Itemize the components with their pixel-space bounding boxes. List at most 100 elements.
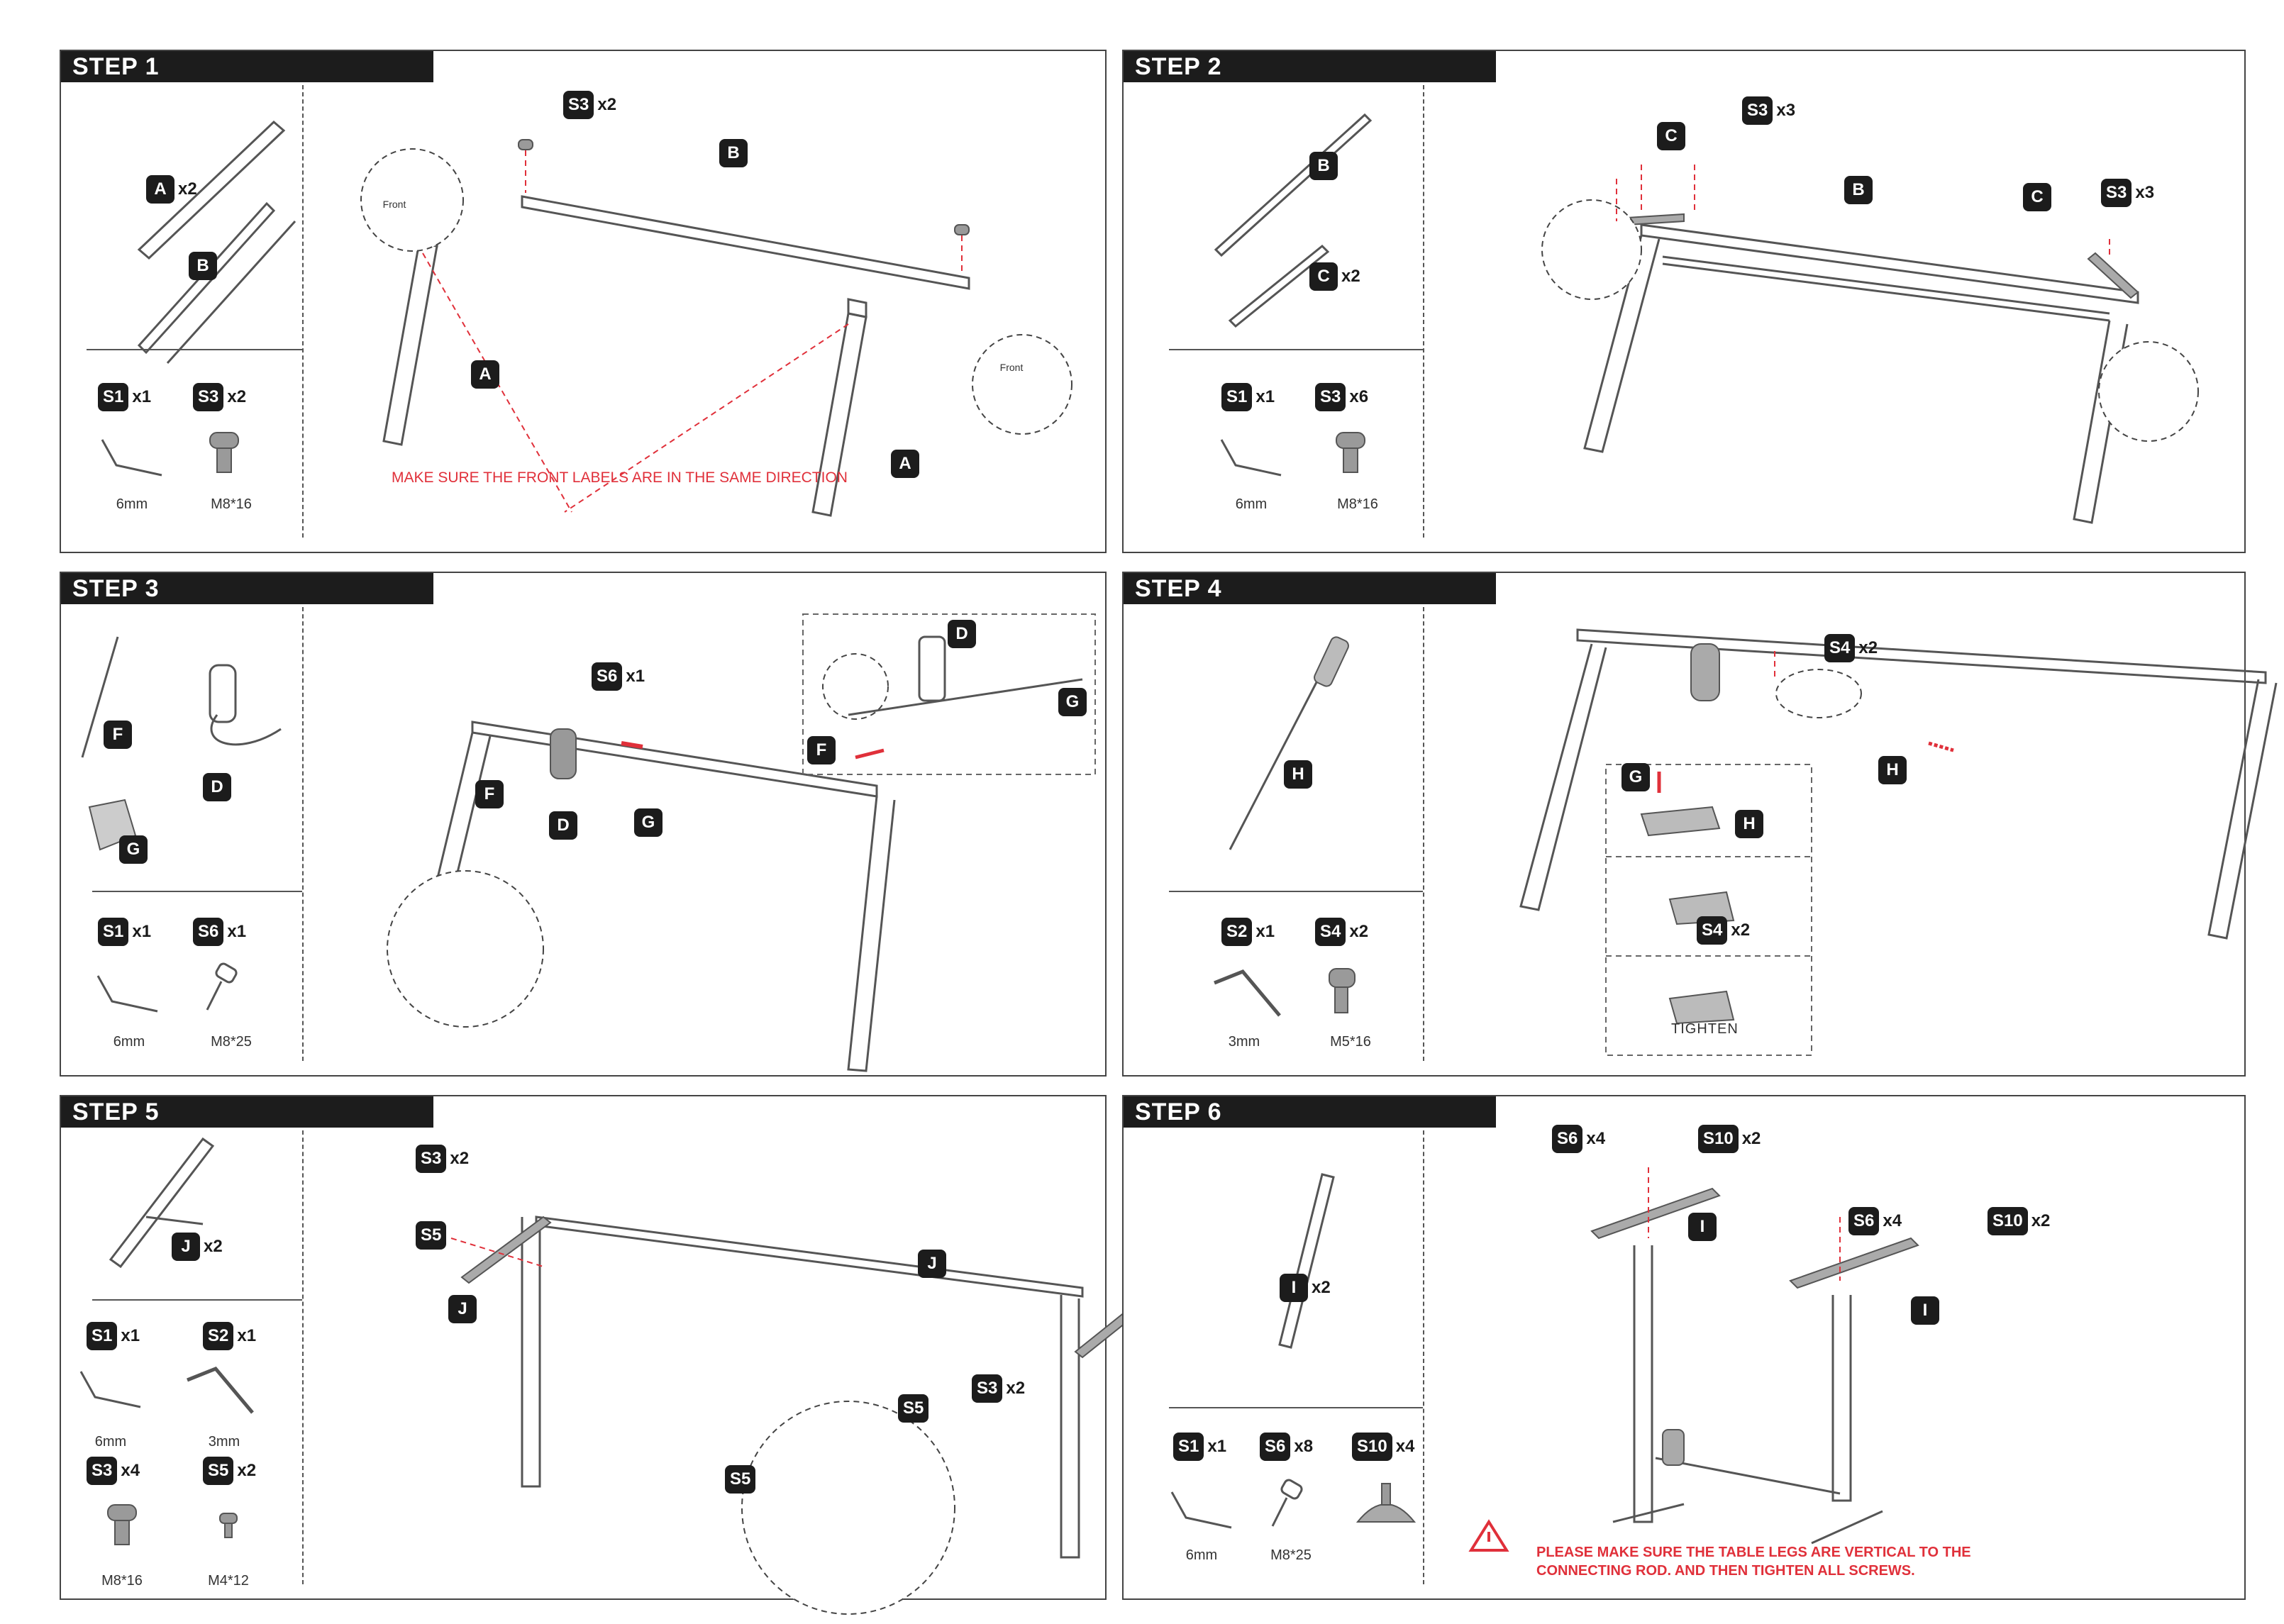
hex-key-icon [1214,969,1281,1017]
callout-a-right: A [891,450,919,478]
hardware-caption-s4: M5*16 [1330,1034,1371,1050]
divider [302,85,304,538]
callout-detail-d: D [948,620,976,648]
divider [1423,85,1424,538]
hardware-caption-s2: 3mm [208,1434,240,1450]
hex-key-icon [96,975,158,1013]
bolt-icon [1329,968,1356,1013]
frame-assembly-drawing [1541,165,2199,524]
screw-icon [219,1513,238,1538]
callout-i-left: I [1688,1213,1717,1241]
front-label-left: Front [382,199,406,210]
part-a-drawing [137,120,296,365]
hardware-caption-s1: 6mm [94,1434,127,1450]
part-label-g: G [119,835,148,864]
callout-h: H [1878,756,1907,784]
step-4-title: STEP 4 [1124,573,1496,604]
hardware-caption-s6: M8*25 [1270,1547,1312,1563]
callout-a-left: A [471,360,499,389]
callout-detail-f: F [807,736,836,764]
divider [1423,607,1424,1061]
callout-detail-g: G [1621,763,1650,791]
hardware-caption-s5: M4*12 [208,1573,249,1589]
frame-assembly-drawing [1468,1167,1919,1552]
bolt-icon [1271,1479,1303,1527]
divider [1169,1407,1423,1408]
divider [92,891,302,892]
divider [302,1130,304,1584]
hardware-caption-s1: 6mm [116,496,148,512]
divider [1423,1130,1424,1584]
part-j-drawing [109,1137,215,1269]
hex-key-icon [101,439,162,477]
divider [302,607,304,1061]
callout-j-right: J [918,1250,946,1278]
vertical-legs-warning-line-1: PLEASE MAKE SURE THE TABLE LEGS ARE VERT… [1536,1545,1971,1560]
callout-c-left: C [1657,122,1685,150]
hardware-caption-s3: M8*16 [101,1573,143,1589]
part-label-d: D [203,773,231,801]
callout-j-left: J [448,1295,477,1323]
bolt-icon [107,1504,137,1545]
callout-f: F [475,780,504,808]
bolt-icon [1336,432,1365,473]
frame-assembly-drawing [360,139,1072,517]
callout-b: B [1844,176,1873,204]
frame-assembly-drawing [1519,628,2278,1056]
tighten-label: TIGHTEN [1671,1021,1739,1037]
callout-detail-h: H [1735,810,1763,838]
callout-detail-g: G [1058,688,1087,716]
callout-c-right: C [2023,183,2051,211]
hardware-caption-s1: 6mm [1185,1547,1218,1563]
divider [92,1299,302,1301]
hardware-caption-s1: 6mm [1235,496,1268,512]
divider [1169,349,1423,350]
step-1-title: STEP 1 [61,51,433,82]
hardware-caption-s1: 6mm [113,1034,145,1050]
callout-d: D [549,811,577,840]
hex-key-icon [1170,1491,1232,1529]
step-2-title: STEP 2 [1124,51,1496,82]
step-3-title: STEP 3 [61,573,433,604]
divider [1169,891,1423,892]
step-5-title: STEP 5 [61,1096,433,1128]
frame-assembly-drawing [387,613,1096,1072]
callout-g: G [634,808,663,837]
bolt-icon [209,432,239,473]
part-h-drawing [1229,636,1349,850]
part-label-b: B [189,252,217,280]
callout-s5-detail: S5 [725,1465,756,1494]
part-label-h: H [1284,760,1312,789]
callout-s5-top: S5 [416,1221,447,1250]
hardware-caption-s2: 3mm [1228,1034,1260,1050]
